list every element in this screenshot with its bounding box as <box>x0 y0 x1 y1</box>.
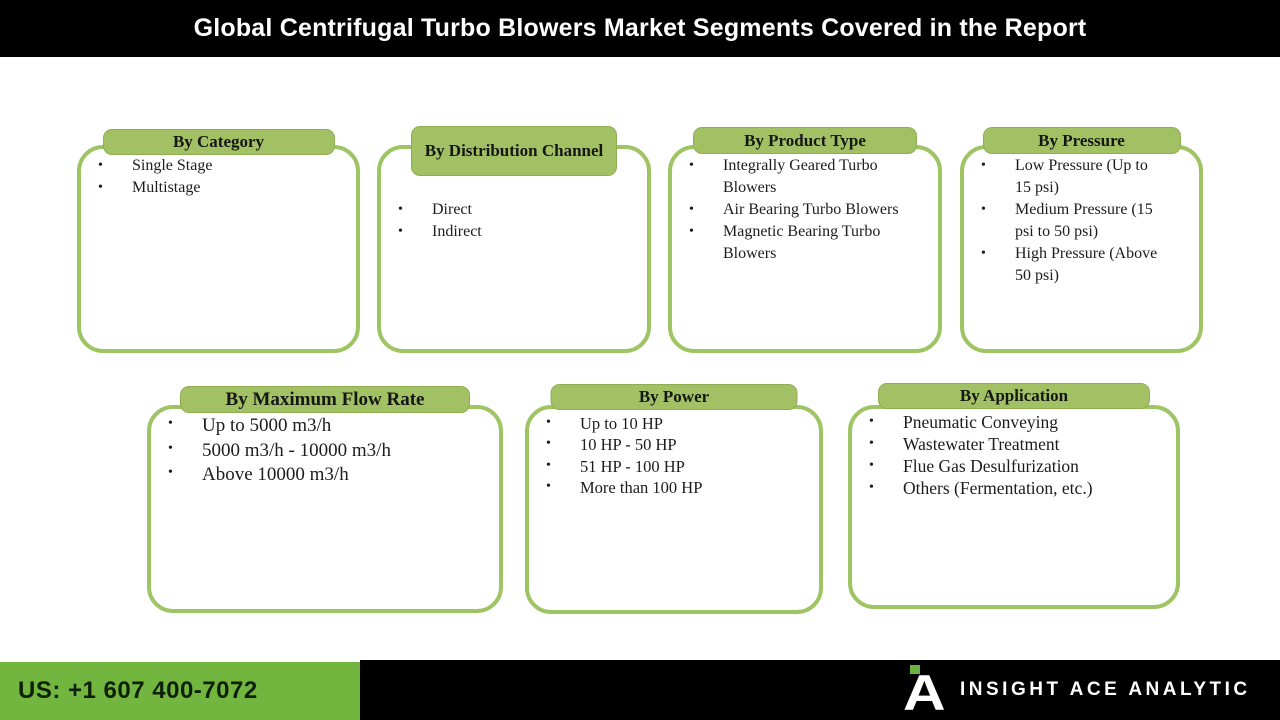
list-item: Wastewater Treatment <box>852 434 1162 456</box>
phone-banner: US: +1 607 400-7072 <box>0 662 360 720</box>
segment-box-application: By Application Pneumatic Conveying Waste… <box>848 383 1180 609</box>
segment-header-product-type: By Product Type <box>693 127 917 154</box>
segment-items-product-type: Integrally Geared Turbo Blowers Air Bear… <box>672 155 938 265</box>
list-item: More than 100 HP <box>529 477 805 498</box>
list-item: Single Stage <box>81 155 342 177</box>
brand-name: INSIGHT ACE ANALYTIC <box>960 679 1251 700</box>
list-item: Magnetic Bearing Turbo Blowers <box>672 221 900 265</box>
segment-box-maximum-flow-rate: By Maximum Flow Rate Up to 5000 m3/h 500… <box>147 386 503 613</box>
segment-box-category: By Category Single Stage Multistage <box>77 129 360 353</box>
segment-items-power: Up to 10 HP 10 HP - 50 HP 51 HP - 100 HP… <box>529 413 819 499</box>
list-item: Multistage <box>81 177 342 199</box>
list-item: Above 10000 m3/h <box>151 463 485 488</box>
list-item: Flue Gas Desulfurization <box>852 456 1162 478</box>
logo-green-dot-icon <box>910 665 920 674</box>
list-item: 5000 m3/h - 10000 m3/h <box>151 439 485 464</box>
segment-header-pressure: By Pressure <box>982 127 1181 154</box>
list-item: Indirect <box>381 221 633 243</box>
brand-logo: A <box>903 660 957 720</box>
list-item: Low Pressure (Up to 15 psi) <box>964 155 1159 199</box>
segment-box-pressure: By Pressure Low Pressure (Up to 15 psi) … <box>960 127 1203 353</box>
phone-number: US: +1 607 400-7072 <box>18 677 258 704</box>
segment-header-category: By Category <box>102 129 335 155</box>
segment-box-power: By Power Up to 10 HP 10 HP - 50 HP 51 HP… <box>525 384 823 614</box>
list-item: Pneumatic Conveying <box>852 412 1162 434</box>
page-title: Global Centrifugal Turbo Blowers Market … <box>193 14 1087 42</box>
segment-header-maximum-flow-rate: By Maximum Flow Rate <box>180 386 470 413</box>
title-bar: Global Centrifugal Turbo Blowers Market … <box>0 0 1280 57</box>
segment-items-maximum-flow-rate: Up to 5000 m3/h 5000 m3/h - 10000 m3/h A… <box>151 414 499 488</box>
list-item: Up to 10 HP <box>529 413 805 434</box>
segment-header-power: By Power <box>550 384 798 410</box>
segment-box-distribution-channel: By Distribution Channel Direct Indirect <box>377 126 651 353</box>
list-item: High Pressure (Above 50 psi) <box>964 243 1159 287</box>
segment-items-category: Single Stage Multistage <box>81 155 356 199</box>
list-item: Medium Pressure (15 psi to 50 psi) <box>964 199 1159 243</box>
list-item: Others (Fermentation, etc.) <box>852 478 1162 500</box>
segment-items-pressure: Low Pressure (Up to 15 psi) Medium Press… <box>964 155 1199 287</box>
logo-letter: A <box>903 665 946 720</box>
segment-box-product-type: By Product Type Integrally Geared Turbo … <box>668 127 942 353</box>
list-item: 10 HP - 50 HP <box>529 434 805 455</box>
list-item: Integrally Geared Turbo Blowers <box>672 155 900 199</box>
footer-brand-bar: A INSIGHT ACE ANALYTIC <box>360 660 1280 720</box>
list-item: Up to 5000 m3/h <box>151 414 485 439</box>
segment-header-application: By Application <box>878 383 1150 409</box>
segment-items-application: Pneumatic Conveying Wastewater Treatment… <box>852 412 1176 500</box>
list-item: Direct <box>381 199 633 221</box>
segment-header-distribution-channel: By Distribution Channel <box>411 126 617 176</box>
list-item: 51 HP - 100 HP <box>529 456 805 477</box>
list-item: Air Bearing Turbo Blowers <box>672 199 900 221</box>
segment-items-distribution-channel: Direct Indirect <box>381 199 647 243</box>
